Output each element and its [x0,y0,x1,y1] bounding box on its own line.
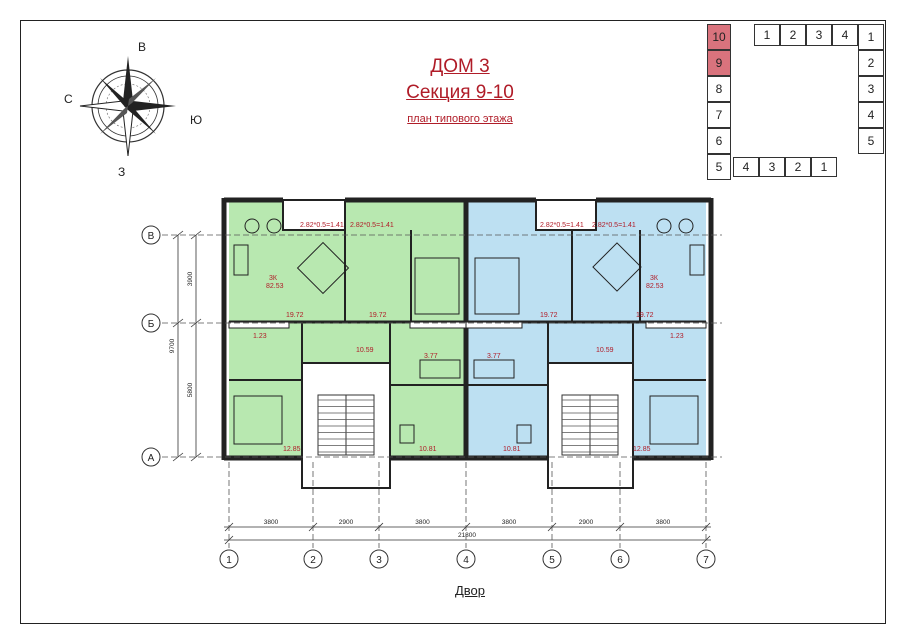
key-plan-left-cell: 10 [707,24,731,50]
row-axis-bubble: А [141,447,161,467]
compass-north-label: В [138,40,147,54]
key-plan-bottom-cell: 1 [811,157,837,177]
span-dim-label: 3800 [656,519,671,526]
compass-east-label: Ю [190,113,203,127]
vertical-dim-label: 3900 [187,271,194,286]
stairs [317,394,619,456]
right-apartment-fill [466,200,706,456]
room-labels: 2.82*0.5=1.41 2.82*0.5=1.41 2.82*0.5=1.4… [253,222,684,453]
svg-text:6: 6 [617,555,623,566]
span-dim-label: 2900 [339,519,354,526]
svg-text:А: А [148,453,155,464]
bath-area-label-2: 3.77 [487,353,501,360]
bedroom-large-label-2: 12.85 [633,446,651,453]
svg-text:2: 2 [310,555,316,566]
key-plan-top-cell: 4 [832,24,858,46]
column-axis-bubble: 5 [542,549,562,569]
left-apartment-fill [229,200,466,456]
kitchen-area-label-1: 19.72 [286,312,304,319]
key-plan-top-cell: 3 [806,24,832,46]
living-area-label-1: 10.59 [356,347,374,354]
balcony-area-label-3: 2.82*0.5=1.41 [540,222,584,229]
key-plan-top-cell: 2 [780,24,806,46]
flat-type-label-2: 3К [650,275,659,282]
house-title: ДОМ 3 [430,56,490,77]
flat-type-label-1: 3К [269,275,278,282]
column-axis-bubble: 1 [219,549,239,569]
row-axis-bubble: Б [141,313,161,333]
balcony-area-label-4: 2.82*0.5=1.41 [592,222,636,229]
key-plan-right-cell: 1 [858,24,884,50]
total-dim-label: 21800 [458,532,476,539]
balcony-area-label-1: 2.82*0.5=1.41 [300,222,344,229]
bedroom-small-label-2: 10.81 [503,446,521,453]
vertical-dim-label: 5800 [187,382,194,397]
flat-area-label-1: 82.53 [266,283,284,290]
compass-rose-icon [79,56,176,157]
key-plan-left-cell: 8 [707,76,731,102]
row-axis-bubble: В [141,225,161,245]
flat-area-label-2: 82.53 [646,283,664,290]
span-dim-label: 3800 [415,519,430,526]
span-dim-label: 2900 [579,519,594,526]
key-plan-top-cell: 1 [754,24,780,46]
bedroom-small-label-1: 10.81 [419,446,437,453]
svg-text:5: 5 [549,555,555,566]
kitchen-area-label-2: 19.72 [369,312,387,319]
yard-label: Двор [454,583,486,598]
section-title: Секция 9-10 [406,82,514,103]
svg-text:1: 1 [226,555,232,566]
key-plan-bottom-cell: 2 [785,157,811,177]
key-plan-right-cell: 3 [858,76,884,102]
key-plan-left-cell: 7 [707,102,731,128]
svg-text:7: 7 [703,555,709,566]
key-plan-left-cell: 9 [707,50,731,76]
kitchen-area-label-4: 19.72 [636,312,654,319]
key-plan-right-cell: 4 [858,102,884,128]
column-axis-bubble: 2 [303,549,323,569]
svg-text:Б: Б [148,319,155,330]
svg-text:4: 4 [463,555,469,566]
outer-walls [221,197,714,461]
span-dim-label: 3800 [264,519,279,526]
column-axis-bubble: 7 [696,549,716,569]
key-plan-right-cell: 2 [858,50,884,76]
compass-south-label: З [118,165,126,179]
key-plan-bottom-cell: 4 [733,157,759,177]
vertical-total-label: 9700 [169,338,176,353]
compass-west-label: С [64,92,73,106]
bedroom-large-label-1: 12.85 [283,446,301,453]
key-plan-bottom-cell: 3 [759,157,785,177]
column-axis-bubble: 4 [456,549,476,569]
living-area-label-2: 10.59 [596,347,614,354]
svg-text:В: В [148,231,155,242]
wc-area-label-2: 1.23 [670,333,684,340]
key-plan-left-cell: 6 [707,128,731,154]
key-plan-right-cell: 5 [858,128,884,154]
bath-area-label-1: 3.77 [424,353,438,360]
furniture [233,218,705,445]
sheet-frame [20,20,886,624]
column-axis-bubble: 3 [369,549,389,569]
key-plan-left-cell: 5 [707,154,731,180]
kitchen-area-label-3: 19.72 [540,312,558,319]
plan-subtitle: план типового этажа [407,113,513,125]
svg-text:3: 3 [376,555,382,566]
wc-area-label-1: 1.23 [253,333,267,340]
column-axis-bubble: 6 [610,549,630,569]
balcony-area-label-2: 2.82*0.5=1.41 [350,222,394,229]
span-dim-label: 3800 [502,519,517,526]
